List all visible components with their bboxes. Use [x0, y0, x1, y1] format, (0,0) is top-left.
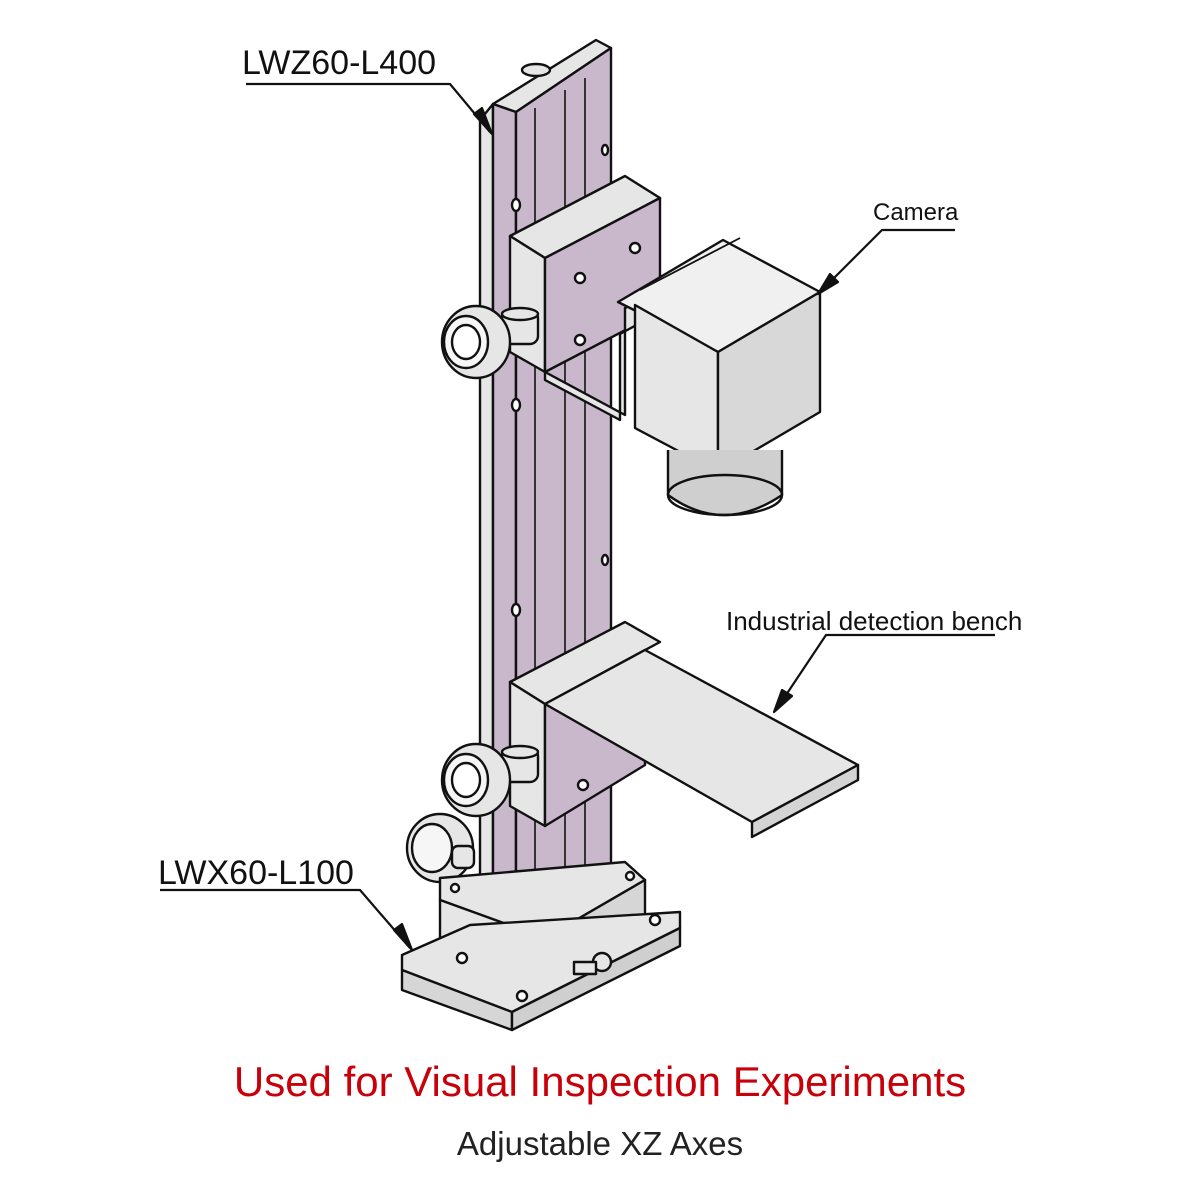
upper-knob — [440, 304, 540, 380]
upper-carriage — [508, 174, 662, 422]
lower-knob — [440, 742, 540, 818]
leader-lines — [160, 82, 995, 952]
x-axis-model-label: LWX60-L100 — [158, 854, 354, 892]
headline: Used for Visual Inspection Experiments — [233, 1058, 967, 1105]
lower-carriage — [508, 620, 860, 839]
subheadline: Adjustable XZ Axes — [456, 1125, 744, 1162]
x-axis-stage — [400, 860, 682, 1032]
camera-label: Camera — [873, 199, 959, 226]
x-axis-knob — [405, 812, 476, 884]
bench-label: Industrial detection bench — [726, 606, 1022, 636]
camera — [616, 237, 822, 517]
z-axis-model-label: LWZ60-L400 — [242, 44, 436, 82]
